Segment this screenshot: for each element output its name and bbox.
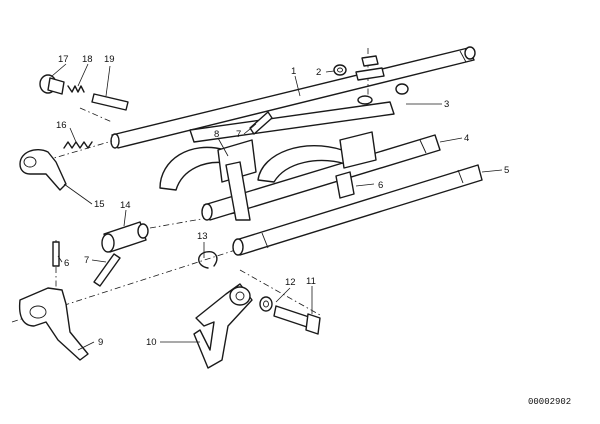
callout-9: 9 xyxy=(98,337,103,348)
callout-1: 1 xyxy=(291,66,296,77)
callout-17: 17 xyxy=(58,54,69,65)
leader-lines xyxy=(51,63,503,351)
callout-19: 19 xyxy=(104,54,115,65)
part-9-selector-lever[interactable] xyxy=(18,287,89,361)
callout-14: 14 xyxy=(120,200,131,211)
part-2-nut[interactable] xyxy=(333,64,347,76)
diagram-code: 00002902 xyxy=(528,397,571,407)
part-1-shift-rod[interactable] xyxy=(110,46,476,149)
part-11-bolt[interactable] xyxy=(273,305,321,335)
part-6-pin[interactable] xyxy=(335,171,355,199)
part-14-coupling[interactable] xyxy=(101,221,149,253)
callout-7-lower: 7 xyxy=(84,255,89,266)
part-3-washer[interactable] xyxy=(357,83,409,105)
callout-7-upper: 7 xyxy=(236,129,241,140)
callout-18: 18 xyxy=(82,54,93,65)
part-12-washer[interactable] xyxy=(259,296,273,312)
callout-13: 13 xyxy=(197,231,208,242)
part-screw-top[interactable] xyxy=(355,55,385,81)
callout-11: 11 xyxy=(306,276,316,287)
callout-8-upper: 8 xyxy=(214,129,219,140)
shift-fork-right[interactable] xyxy=(189,101,395,169)
callout-16: 16 xyxy=(56,120,67,131)
callout-6-lower: 6 xyxy=(64,258,69,269)
part-10-shift-lever[interactable] xyxy=(193,283,253,369)
part-15-shift-lever-end[interactable] xyxy=(19,148,67,191)
part-8-pin[interactable] xyxy=(52,241,60,267)
part-5-shift-rod[interactable] xyxy=(232,164,483,256)
callout-15: 15 xyxy=(94,199,105,210)
part-16-spring[interactable] xyxy=(63,141,93,149)
part-17-plug[interactable] xyxy=(39,74,65,95)
callout-5: 5 xyxy=(504,165,509,176)
part-18-spring[interactable] xyxy=(67,85,85,93)
callout-2: 2 xyxy=(316,67,321,78)
callout-10: 10 xyxy=(146,337,157,348)
callout-6-upper: 6 xyxy=(378,180,383,191)
callout-labels: 1 2 3 4 5 6 6 7 7 8 9 10 11 12 13 14 15 … xyxy=(56,54,571,407)
callout-12: 12 xyxy=(285,277,296,288)
callout-4: 4 xyxy=(464,133,469,144)
part-7-pin[interactable] xyxy=(249,111,273,135)
part-19-pin[interactable] xyxy=(91,93,129,111)
part-7-lower-pin[interactable] xyxy=(93,253,121,287)
part-13-circlip[interactable] xyxy=(198,251,218,269)
callout-3: 3 xyxy=(444,99,449,110)
